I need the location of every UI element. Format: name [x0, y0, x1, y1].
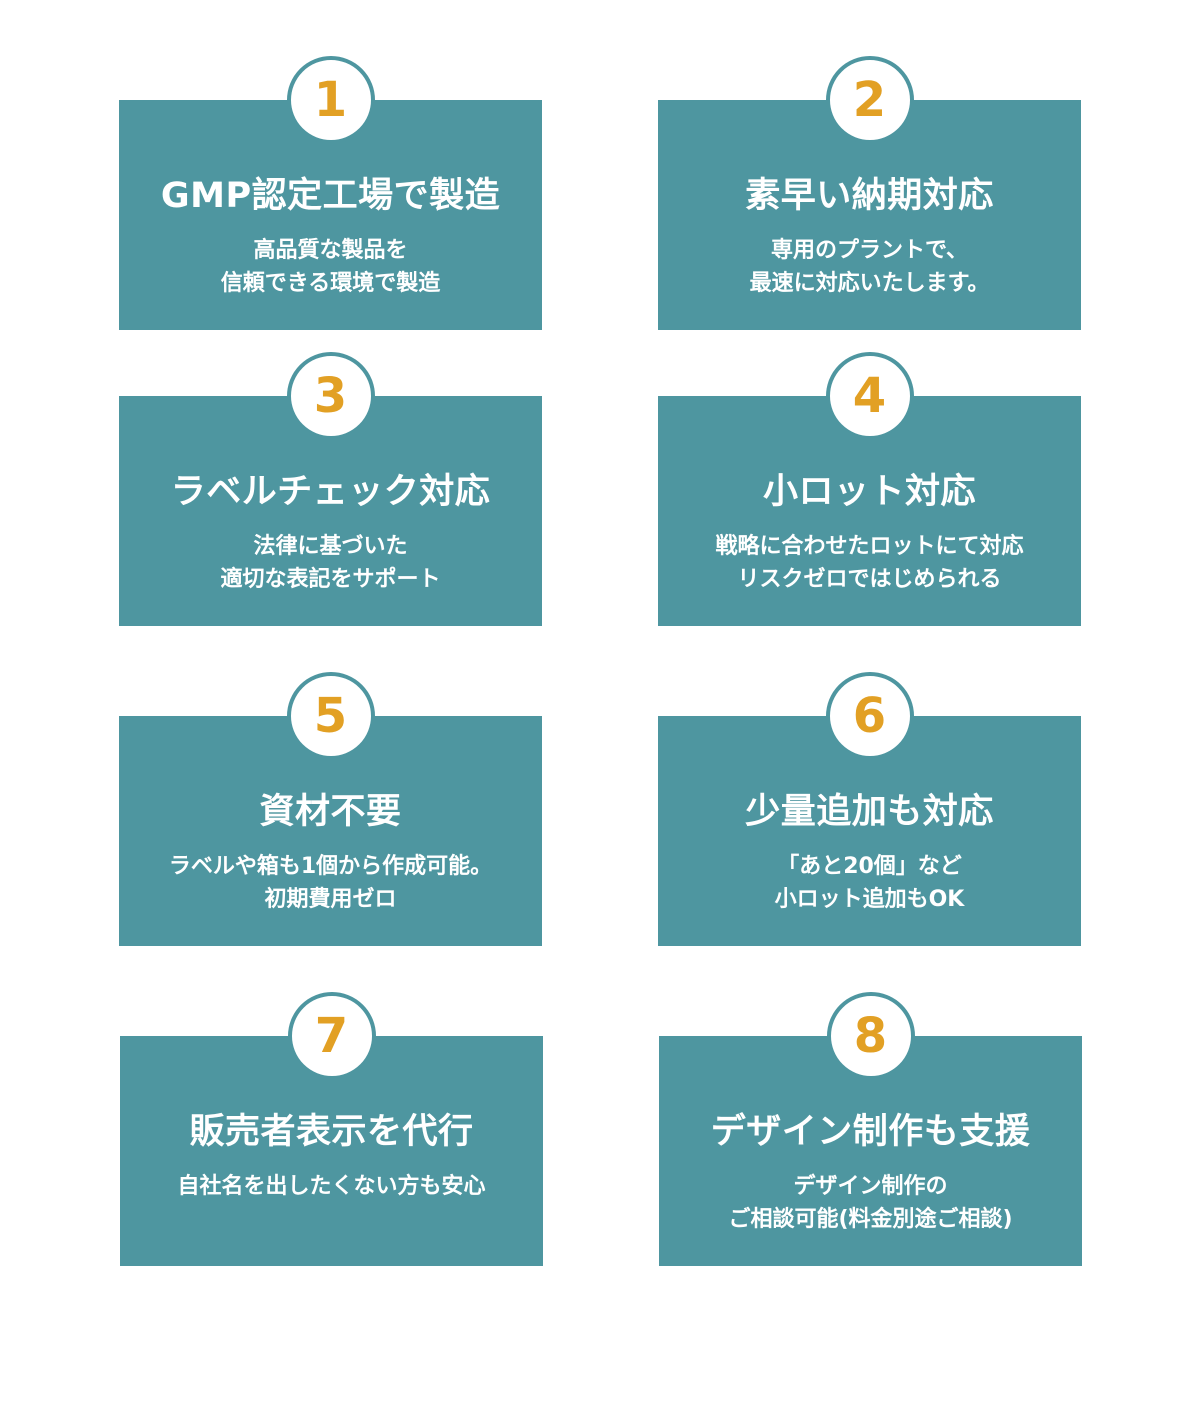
number-badge: 8	[826, 992, 915, 1080]
description-line: 法律に基づいた	[253, 534, 408, 559]
number-badge: 6	[825, 672, 914, 760]
description-line: 専用のプラントで、	[770, 238, 969, 263]
feature-card-5: 5 資材不要 ラベルや箱も1個から作成可能。 初期費用ゼロ	[119, 672, 542, 946]
feature-description: デザイン制作の ご相談可能(料金別途ご相談)	[659, 1170, 1082, 1236]
description-line: 初期費用ゼロ	[264, 887, 397, 912]
description-line: ご相談可能(料金別途ご相談)	[728, 1207, 1013, 1232]
feature-description: 専用のプラントで、 最速に対応いたします。	[658, 234, 1081, 300]
feature-title: 素早い納期対応	[745, 176, 994, 216]
feature-description: 法律に基づいた 適切な表記をサポート	[119, 530, 542, 596]
description-line: 信頼できる環境で製造	[220, 271, 441, 296]
number-badge: 1	[286, 56, 375, 144]
feature-card-4: 4 小ロット対応 戦略に合わせたロットにて対応 リスクゼロではじめられる	[658, 352, 1081, 626]
number-badge: 5	[286, 672, 375, 760]
number-badge: 4	[825, 352, 914, 440]
description-line: 適切な表記をサポート	[220, 567, 441, 592]
feature-title: GMP認定工場で製造	[160, 176, 501, 216]
description-line: デザイン制作の	[793, 1174, 948, 1199]
feature-card-7: 7 販売者表示を代行 自社名を出したくない方も安心	[120, 992, 543, 1266]
feature-card-6: 6 少量追加も対応 「あと20個」など 小ロット追加もOK	[658, 672, 1081, 946]
feature-card-2: 2 素早い納期対応 専用のプラントで、 最速に対応いたします。	[658, 56, 1081, 330]
description-line: 小ロット追加もOK	[774, 887, 965, 912]
feature-card-1: 1 GMP認定工場で製造 高品質な製品を 信頼できる環境で製造	[119, 56, 542, 330]
feature-description: 「あと20個」など 小ロット追加もOK	[658, 850, 1081, 916]
description-line: ラベルや箱も1個から作成可能。	[168, 854, 493, 879]
feature-description: 戦略に合わせたロットにて対応 リスクゼロではじめられる	[658, 530, 1081, 596]
description-line: 最速に対応いたします。	[749, 271, 990, 296]
description-line: 自社名を出したくない方も安心	[177, 1174, 486, 1199]
feature-title: 少量追加も対応	[745, 792, 994, 832]
feature-title: ラベルチェック対応	[170, 472, 491, 512]
number-badge: 3	[286, 352, 375, 440]
number-badge: 7	[287, 992, 376, 1080]
feature-description: 高品質な製品を 信頼できる環境で製造	[119, 234, 542, 300]
number-badge: 2	[825, 56, 914, 144]
feature-title: デザイン制作も支援	[710, 1112, 1031, 1152]
description-line: リスクゼロではじめられる	[737, 567, 1002, 592]
feature-card-8: 8 デザイン制作も支援 デザイン制作の ご相談可能(料金別途ご相談)	[659, 992, 1082, 1266]
feature-card-3: 3 ラベルチェック対応 法律に基づいた 適切な表記をサポート	[119, 352, 542, 626]
description-line: 「あと20個」など	[777, 854, 962, 879]
feature-description: ラベルや箱も1個から作成可能。 初期費用ゼロ	[119, 850, 542, 916]
feature-description: 自社名を出したくない方も安心	[120, 1170, 543, 1203]
description-line: 高品質な製品を	[253, 238, 408, 263]
feature-title: 販売者表示を代行	[189, 1112, 474, 1152]
feature-title: 資材不要	[259, 792, 402, 832]
description-line: 戦略に合わせたロットにて対応	[715, 534, 1024, 559]
feature-title: 小ロット対応	[762, 472, 976, 512]
